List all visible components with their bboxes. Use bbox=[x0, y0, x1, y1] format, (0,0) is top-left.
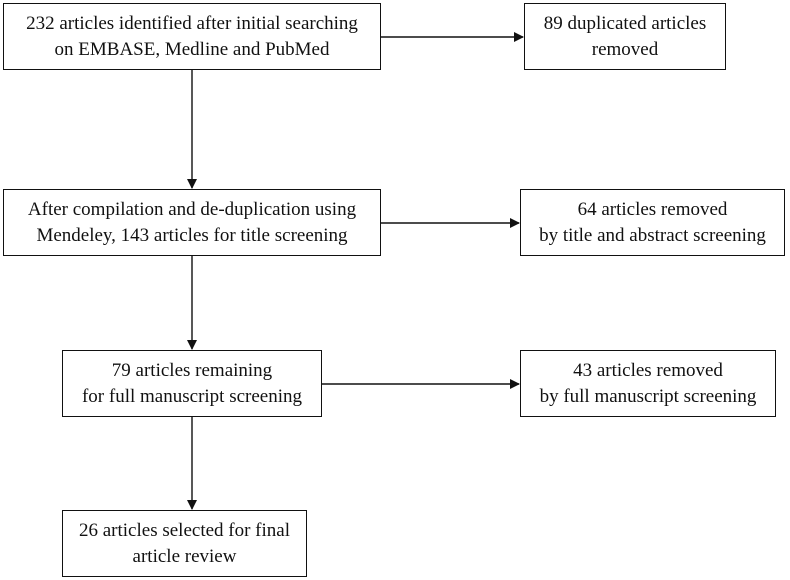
duplicates-removed-line-2: removed bbox=[591, 38, 659, 60]
final-review-line-1: 26 articles selected for final bbox=[78, 519, 290, 541]
full-manuscript-removed-line-1: 43 articles removed bbox=[573, 359, 723, 381]
duplicates-removed-box: 89 duplicated articles removed bbox=[524, 3, 726, 70]
title-screening-box: After compilation and de-duplication usi… bbox=[3, 189, 381, 256]
title-abstract-removed-box: 64 articles removed by title and abstrac… bbox=[520, 189, 785, 256]
identified-articles-line-1: 232 articles identified after initial se… bbox=[26, 12, 358, 34]
title-screening-line-2: Mendeley, 143 articles for title screeni… bbox=[36, 224, 348, 246]
full-manuscript-line-2: for full manuscript screening bbox=[81, 385, 302, 407]
identified-articles-box: 232 articles identified after initial se… bbox=[3, 3, 381, 70]
full-manuscript-removed-box: 43 articles removed by full manuscript s… bbox=[520, 350, 776, 417]
final-review-box: 26 articles selected for final article r… bbox=[62, 510, 307, 577]
title-abstract-removed-line-1: 64 articles removed bbox=[577, 198, 728, 220]
full-manuscript-removed-line-2: by full manuscript screening bbox=[539, 385, 757, 407]
duplicates-removed-line-1: 89 duplicated articles bbox=[543, 12, 707, 34]
identified-articles-line-2: on EMBASE, Medline and PubMed bbox=[54, 38, 330, 60]
title-screening-line-1: After compilation and de-duplication usi… bbox=[27, 198, 357, 220]
final-review-line-2: article review bbox=[132, 545, 237, 567]
title-abstract-removed-line-2: by title and abstract screening bbox=[539, 224, 766, 246]
full-manuscript-box: 79 articles remaining for full manuscrip… bbox=[62, 350, 322, 417]
full-manuscript-line-1: 79 articles remaining bbox=[111, 359, 273, 381]
